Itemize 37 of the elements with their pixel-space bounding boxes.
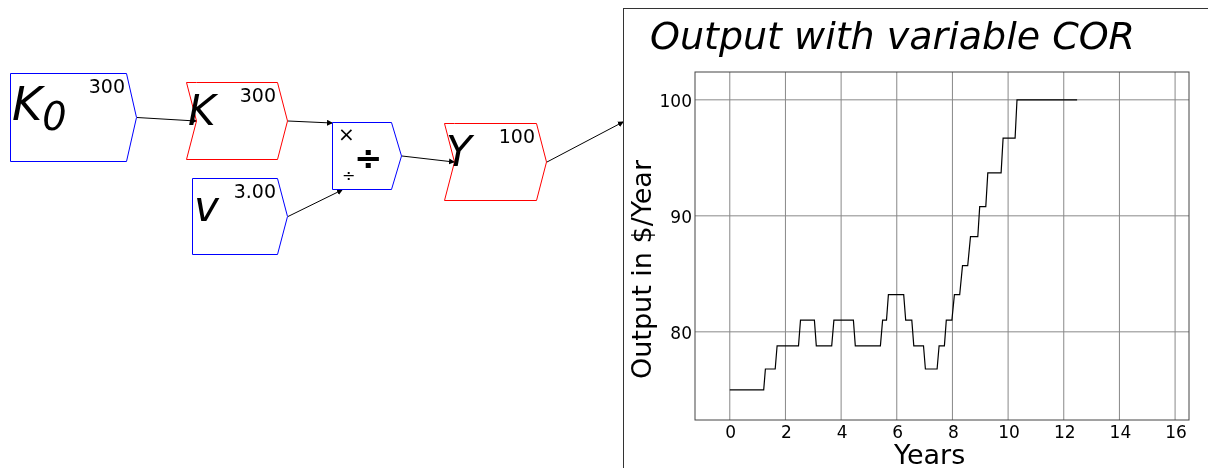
value-label: 100	[498, 127, 535, 146]
variable-name: K$_{0}$	[12, 81, 67, 137]
x-tick-label: 8	[948, 424, 959, 441]
plot-panel	[623, 8, 1208, 468]
divide-operator-box	[332, 122, 402, 190]
parameter-box	[192, 178, 288, 255]
x-tick-label: 14	[1109, 424, 1132, 441]
parameter-box	[10, 73, 137, 162]
x-tick-label: 16	[1165, 424, 1187, 441]
chart-title: Output with variable COR	[650, 17, 1135, 55]
wire-arrow	[546, 121, 624, 163]
x-tick-label: 10	[998, 424, 1020, 441]
value-label: 300	[88, 77, 125, 96]
port-sign: ÷	[342, 168, 356, 184]
value-label: 300	[239, 86, 276, 105]
variable-box	[444, 123, 547, 201]
variable-name: K	[188, 90, 216, 132]
x-axis-title: Years	[894, 441, 966, 468]
x-tick-label: 0	[725, 424, 737, 441]
y-tick-label: 100	[659, 92, 692, 110]
port-sign: ×	[338, 124, 355, 144]
x-tick-label: 4	[836, 424, 848, 441]
variable-name: Y	[446, 131, 472, 173]
operator-sign: ÷	[354, 140, 383, 174]
wire-arrow	[287, 119, 333, 126]
y-axis-title: Output in $/Year	[628, 160, 655, 379]
wire-arrow	[136, 117, 197, 124]
variable-name: v	[194, 186, 219, 228]
wire-arrow	[401, 155, 455, 165]
wire-arrow	[287, 189, 343, 217]
y-tick-label: 90	[670, 208, 692, 226]
x-tick-label: 6	[892, 424, 904, 441]
x-tick-label: 12	[1053, 424, 1076, 441]
value-label: 3.00	[233, 182, 276, 201]
x-tick-label: 2	[781, 424, 792, 441]
y-tick-label: 80	[670, 324, 692, 342]
variable-box	[186, 82, 288, 160]
